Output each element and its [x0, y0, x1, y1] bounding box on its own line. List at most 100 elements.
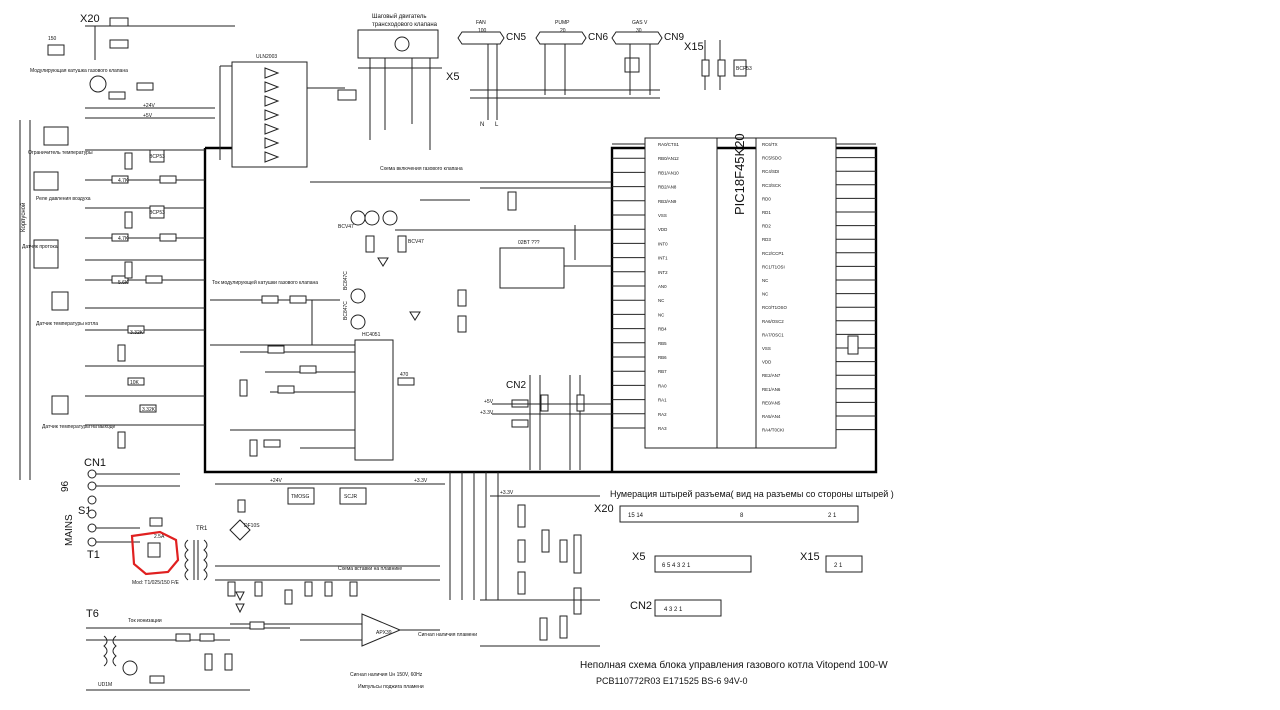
temperature-limiter [43, 126, 69, 146]
svg-text:CN2: CN2 [630, 600, 652, 612]
svg-text:Датчик протока: Датчик протока [22, 244, 58, 250]
pic-pin-label: RC2/CCP1 [762, 251, 784, 256]
ignition-circuit [86, 621, 290, 691]
svg-text:+24V: +24V [270, 478, 282, 484]
resistor [47, 44, 65, 56]
pic-pin-label: RB3/AN9 [658, 199, 677, 204]
flow-sensor [33, 239, 59, 269]
pic-pin-label: VDD [762, 360, 771, 365]
svg-text:Датчик температуры на выходе: Датчик температуры на выходе [42, 424, 115, 430]
pic-pin-label: RD3 [762, 237, 771, 242]
outlet-temp-sensor [51, 395, 69, 415]
svg-text:CN1: CN1 [84, 457, 106, 469]
pic-mcu-left [644, 137, 718, 449]
svg-text:Модулирующая катушка газового: Модулирующая катушка газового клапана [30, 68, 128, 74]
svg-text:BCV47: BCV47 [408, 239, 424, 245]
svg-text:BCP53: BCP53 [736, 66, 752, 72]
svg-text:FAN: FAN [476, 20, 486, 26]
svg-text:+5V: +5V [143, 113, 153, 119]
jumper-block: +3.3V [449, 472, 600, 647]
transformer-tr1 [184, 539, 208, 581]
pic-pin-label: NC [658, 312, 664, 317]
x15-pinout [825, 555, 863, 573]
pic-pin-label: RA4/T0CKI [762, 428, 784, 433]
highlight-mark [130, 530, 180, 576]
x5-pinout [654, 555, 752, 573]
x20-pinout [619, 505, 859, 523]
pressure-relay [33, 171, 59, 191]
svg-text:150: 150 [48, 36, 57, 42]
svg-text:трансходового клапана: трансходового клапана [372, 22, 438, 28]
pic-pin-label: RA0/CTS1 [658, 142, 680, 147]
pic-pin-label: RA6/OSC2 [762, 319, 784, 324]
svg-text:Схема вставки на плавнике: Схема вставки на плавнике [338, 566, 402, 572]
svg-text:30: 30 [636, 28, 642, 34]
varistor [147, 542, 161, 558]
svg-text:+3.3V: +3.3V [414, 478, 428, 484]
resistor [108, 91, 126, 100]
svg-text:2 1: 2 1 [834, 563, 843, 569]
svg-text:X5: X5 [446, 71, 459, 83]
pic-pin-label: VDD [658, 227, 667, 232]
pic-pin-label: INT1 [658, 256, 668, 261]
hc4051-mux [354, 339, 394, 461]
transistor-icon [89, 75, 107, 93]
svg-text:4 3 2 1: 4 3 2 1 [664, 607, 683, 613]
mux-inputs: 470 [210, 344, 415, 457]
pic-pin-label: RD0 [762, 196, 771, 201]
pic-pin-label: NC [658, 298, 664, 303]
mains-connector-cn1 [87, 469, 180, 547]
svg-text:6 5 4 3 2 1: 6 5 4 3 2 1 [662, 563, 691, 569]
svg-text:+3.3V: +3.3V [500, 490, 514, 496]
pic-right-pins: RC6/TXRC5/SDORC4/SDIRC3/SCKRD0RD1RD2RD3R… [762, 142, 876, 433]
svg-text:Импульсы поджига пламени: Импульсы поджига пламени [358, 684, 424, 690]
svg-text:BCP53: BCP53 [149, 210, 165, 216]
connector-x20-label: X20 [80, 13, 100, 25]
svg-text:Ток ионизации: Ток ионизации [128, 618, 162, 624]
bridge-rectifier [229, 519, 251, 541]
optocoupler-02bt [499, 247, 565, 289]
pic-pin-label: RB7 [658, 369, 667, 374]
svg-text:HC4051: HC4051 [362, 332, 381, 338]
pic-mcu-right [755, 137, 837, 449]
svg-text:3.32K: 3.32K [142, 407, 156, 413]
svg-text:X5: X5 [632, 551, 645, 563]
cn2-pinout [654, 599, 722, 617]
boiler-temp-sensor [51, 291, 69, 311]
motor-icon [394, 36, 410, 52]
pic-pin-label: AN0 [658, 284, 667, 289]
input-network: BCP53 BCP53 4.7K 4.7K 5.6K 3.32K 10K 3.3… [85, 149, 205, 449]
svg-text:Ограничитель температуры: Ограничитель температуры [28, 150, 93, 156]
pic-pin-label: RC6/TX [762, 142, 778, 147]
svg-text:CN5: CN5 [506, 32, 526, 43]
comparator-apx39 [361, 613, 402, 647]
pic-pin-label: RA7/OSC1 [762, 332, 784, 337]
svg-text:TR1: TR1 [196, 526, 208, 532]
svg-text:4.7K: 4.7K [118, 178, 129, 184]
svg-text:TMOSG: TMOSG [291, 494, 309, 500]
fan-connector-cn5: FAN 100 CN5 [457, 20, 526, 120]
svg-text:CN2: CN2 [506, 380, 526, 391]
resistor [109, 39, 129, 49]
svg-text:X20: X20 [594, 503, 614, 515]
pic-pin-label: RB2/AN8 [658, 185, 677, 190]
pic-pin-label: NC [762, 292, 768, 297]
pic-pin-label: INT0 [658, 241, 668, 246]
fuse-f1 [149, 517, 163, 527]
svg-text:4.7K: 4.7K [118, 236, 129, 242]
resistor [136, 82, 154, 91]
uln-gates [264, 67, 280, 163]
pic-pin-label: RE1/AN6 [762, 387, 781, 392]
cn2-potentiometer-network: +5V +3.3V [480, 375, 612, 470]
svg-text:Корпусной: Корпусной [20, 203, 27, 232]
pic-pin-label: RB0/AN12 [658, 156, 679, 161]
svg-text:02BT ???: 02BT ??? [518, 240, 540, 246]
gas-valve-connector-cn9: GAS V 30 CN9 [611, 20, 684, 95]
pic-pin-label: RE2/AN7 [762, 373, 781, 378]
svg-text:+5V: +5V [484, 399, 494, 405]
svg-text:15 14: 15 14 [628, 513, 644, 519]
regulator-tmosg [287, 487, 315, 505]
svg-text:100: 100 [478, 28, 487, 34]
svg-text:Сигнал наличия пламени: Сигнал наличия пламени [418, 632, 477, 638]
